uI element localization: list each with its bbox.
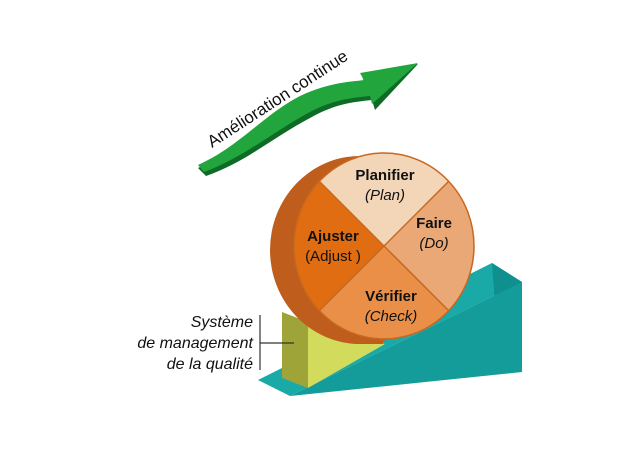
system-line-2: de management [137, 335, 253, 352]
do-title: Faire [416, 215, 452, 232]
adjust-subtitle: (Adjust ) [305, 248, 361, 265]
check-subtitle: (Check) [365, 308, 418, 325]
plan-title: Planifier [355, 167, 414, 184]
quadrant-do [384, 153, 474, 339]
improvement-arrow [198, 63, 418, 176]
system-line-3: de la qualité [167, 356, 253, 373]
quadrant-adjust [294, 153, 384, 339]
bracket [259, 315, 294, 370]
do-subtitle: (Do) [419, 235, 448, 252]
quadrant-plan [294, 153, 474, 246]
pdca-wheel [270, 152, 475, 344]
check-title: Vérifier [365, 288, 417, 305]
plan-subtitle: (Plan) [365, 187, 405, 204]
quadrant-check [294, 246, 474, 339]
system-line-1: Système [191, 314, 253, 331]
adjust-title: Ajuster [307, 228, 359, 245]
